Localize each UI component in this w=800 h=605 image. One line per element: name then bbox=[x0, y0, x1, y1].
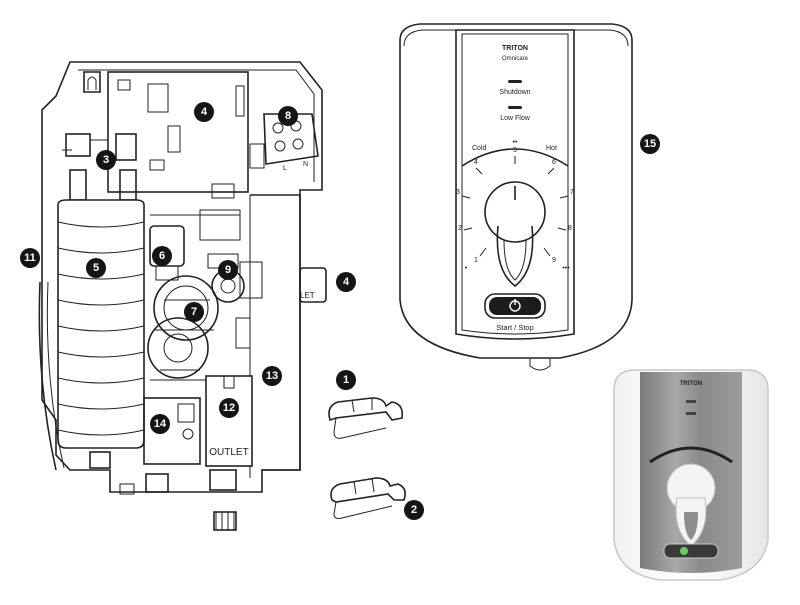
low-flow-label: Low Flow bbox=[500, 115, 531, 122]
callout-11-text: 11 bbox=[24, 252, 36, 264]
part-2-clip bbox=[330, 477, 406, 519]
dial-number-4: 4 bbox=[474, 159, 478, 166]
callout-4-pcb: 4 bbox=[194, 102, 214, 122]
front-model: Omnicare bbox=[502, 56, 529, 62]
part-1-clip bbox=[328, 397, 404, 439]
callout-11: 11 bbox=[20, 248, 40, 268]
callout-4-side: 4 bbox=[336, 272, 356, 292]
dial-top-marker: •• bbox=[513, 139, 518, 146]
callout-8-text: 8 bbox=[285, 110, 291, 122]
photo-brand: TRITON bbox=[680, 381, 702, 387]
callout-5: 5 bbox=[86, 258, 106, 278]
start-stop-button[interactable] bbox=[484, 293, 546, 319]
callout-14: 14 bbox=[150, 414, 170, 434]
dial-number-3: 3 bbox=[456, 189, 460, 196]
terminal-n-label: N bbox=[303, 161, 308, 168]
front-brand: TRITON bbox=[502, 45, 528, 52]
photo-dial-arc bbox=[649, 446, 733, 464]
internal-unit-drawing: L N bbox=[38, 61, 327, 531]
callout-1-text: 1 bbox=[343, 374, 349, 386]
dial-right-marker: ••• bbox=[562, 265, 570, 272]
photo-knob bbox=[666, 463, 716, 547]
product-photo: TRITON bbox=[613, 369, 769, 581]
dial-number-1: 1 bbox=[474, 257, 478, 264]
callout-15-text: 15 bbox=[644, 138, 656, 150]
callout-2: 2 bbox=[404, 500, 424, 520]
callout-4-pcb-text: 4 bbox=[201, 106, 208, 118]
callout-4-side-text: 4 bbox=[343, 276, 350, 288]
dial-number-7: 7 bbox=[570, 189, 574, 196]
callout-6: 6 bbox=[152, 246, 172, 266]
dial-left-marker: • bbox=[465, 265, 468, 272]
cold-label: Cold bbox=[472, 145, 487, 152]
shutdown-led bbox=[508, 80, 522, 83]
callout-14-text: 14 bbox=[154, 418, 167, 430]
callout-3-text: 3 bbox=[103, 154, 109, 166]
callout-9: 9 bbox=[218, 260, 238, 280]
callout-6-text: 6 bbox=[159, 250, 165, 262]
callout-15: 15 bbox=[640, 134, 660, 154]
callout-2-text: 2 bbox=[411, 504, 417, 516]
callout-5-text: 5 bbox=[93, 262, 99, 274]
callout-12-text: 12 bbox=[223, 402, 235, 414]
terminal-l-label: L bbox=[283, 165, 287, 172]
dial-number-5: 5 bbox=[513, 147, 517, 154]
temperature-knob[interactable] bbox=[484, 181, 546, 288]
low-flow-led bbox=[508, 106, 522, 109]
let-label: LET bbox=[300, 291, 315, 300]
callout-12: 12 bbox=[219, 398, 239, 418]
dial-number-8: 8 bbox=[568, 225, 572, 232]
hot-label: Hot bbox=[546, 145, 557, 152]
callout-13: 13 bbox=[262, 366, 282, 386]
callout-7-text: 7 bbox=[191, 306, 197, 318]
power-led bbox=[680, 547, 688, 555]
dial-number-2: 2 bbox=[458, 225, 462, 232]
callout-3: 3 bbox=[96, 150, 116, 170]
dial-arc bbox=[461, 148, 569, 167]
callout-13-text: 13 bbox=[266, 370, 278, 382]
outlet-label: OUTLET bbox=[209, 447, 248, 458]
dial-ticks bbox=[461, 156, 569, 257]
start-stop-label: Start / Stop bbox=[496, 323, 534, 332]
callout-7: 7 bbox=[184, 302, 204, 322]
shutdown-label: Shutdown bbox=[499, 89, 530, 96]
front-cover-drawing: TRITON Omnicare Shutdown Low Flow Cold H… bbox=[399, 23, 633, 371]
dial-number-9: 9 bbox=[552, 257, 556, 264]
callout-9-text: 9 bbox=[225, 264, 231, 276]
callout-8: 8 bbox=[278, 106, 298, 126]
callout-1: 1 bbox=[336, 370, 356, 390]
dial-number-6: 6 bbox=[552, 159, 556, 166]
